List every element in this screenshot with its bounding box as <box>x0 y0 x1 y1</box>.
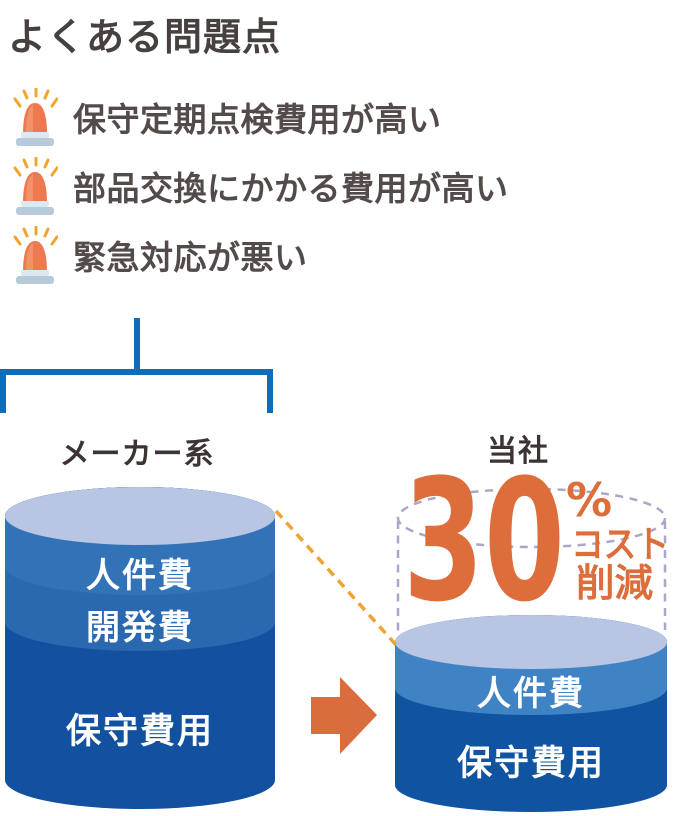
maker-label: メーカー系 <box>59 438 215 471</box>
segment-label: 人件費 <box>477 675 585 713</box>
problem-item: 部品交換にかかる費用が高い <box>12 156 509 215</box>
segment-label: 開発費 <box>86 609 194 647</box>
maker-cylinder-chart: 人件費 開発費 保守費用 <box>3 483 277 816</box>
reduction-text-line1: コスト <box>571 523 669 566</box>
segment-label: 人件費 <box>86 557 194 595</box>
siren-icon <box>12 87 59 146</box>
segment-label: 保守費用 <box>457 744 605 783</box>
cylinder-top <box>395 615 667 669</box>
siren-icon <box>12 225 59 284</box>
reduction-text-line2: 削減 <box>576 561 653 605</box>
company-label: 当社 <box>487 435 549 468</box>
problem-item: 保守定期点検費用が高い <box>12 87 442 146</box>
cylinder-top <box>5 487 275 545</box>
page-title: よくある問題点 <box>8 17 282 59</box>
siren-icon <box>12 156 59 215</box>
reduction-value: 30 <box>403 443 565 639</box>
problem-label: 部品交換にかかる費用が高い <box>73 170 509 207</box>
segment-label: 保守費用 <box>66 712 214 751</box>
bracket-connector <box>0 315 277 421</box>
problem-label: 緊急対応が悪い <box>73 239 308 276</box>
arrow-right-icon <box>311 677 378 759</box>
problem-item: 緊急対応が悪い <box>12 225 308 284</box>
company-cylinder-chart: 人件費 保守費用 <box>393 613 670 816</box>
problem-label: 保守定期点検費用が高い <box>73 101 442 138</box>
reduction-percent: % <box>566 473 612 527</box>
cost-reduction-dashed-line <box>274 509 399 648</box>
ghost-cylinder-outline <box>396 487 667 633</box>
